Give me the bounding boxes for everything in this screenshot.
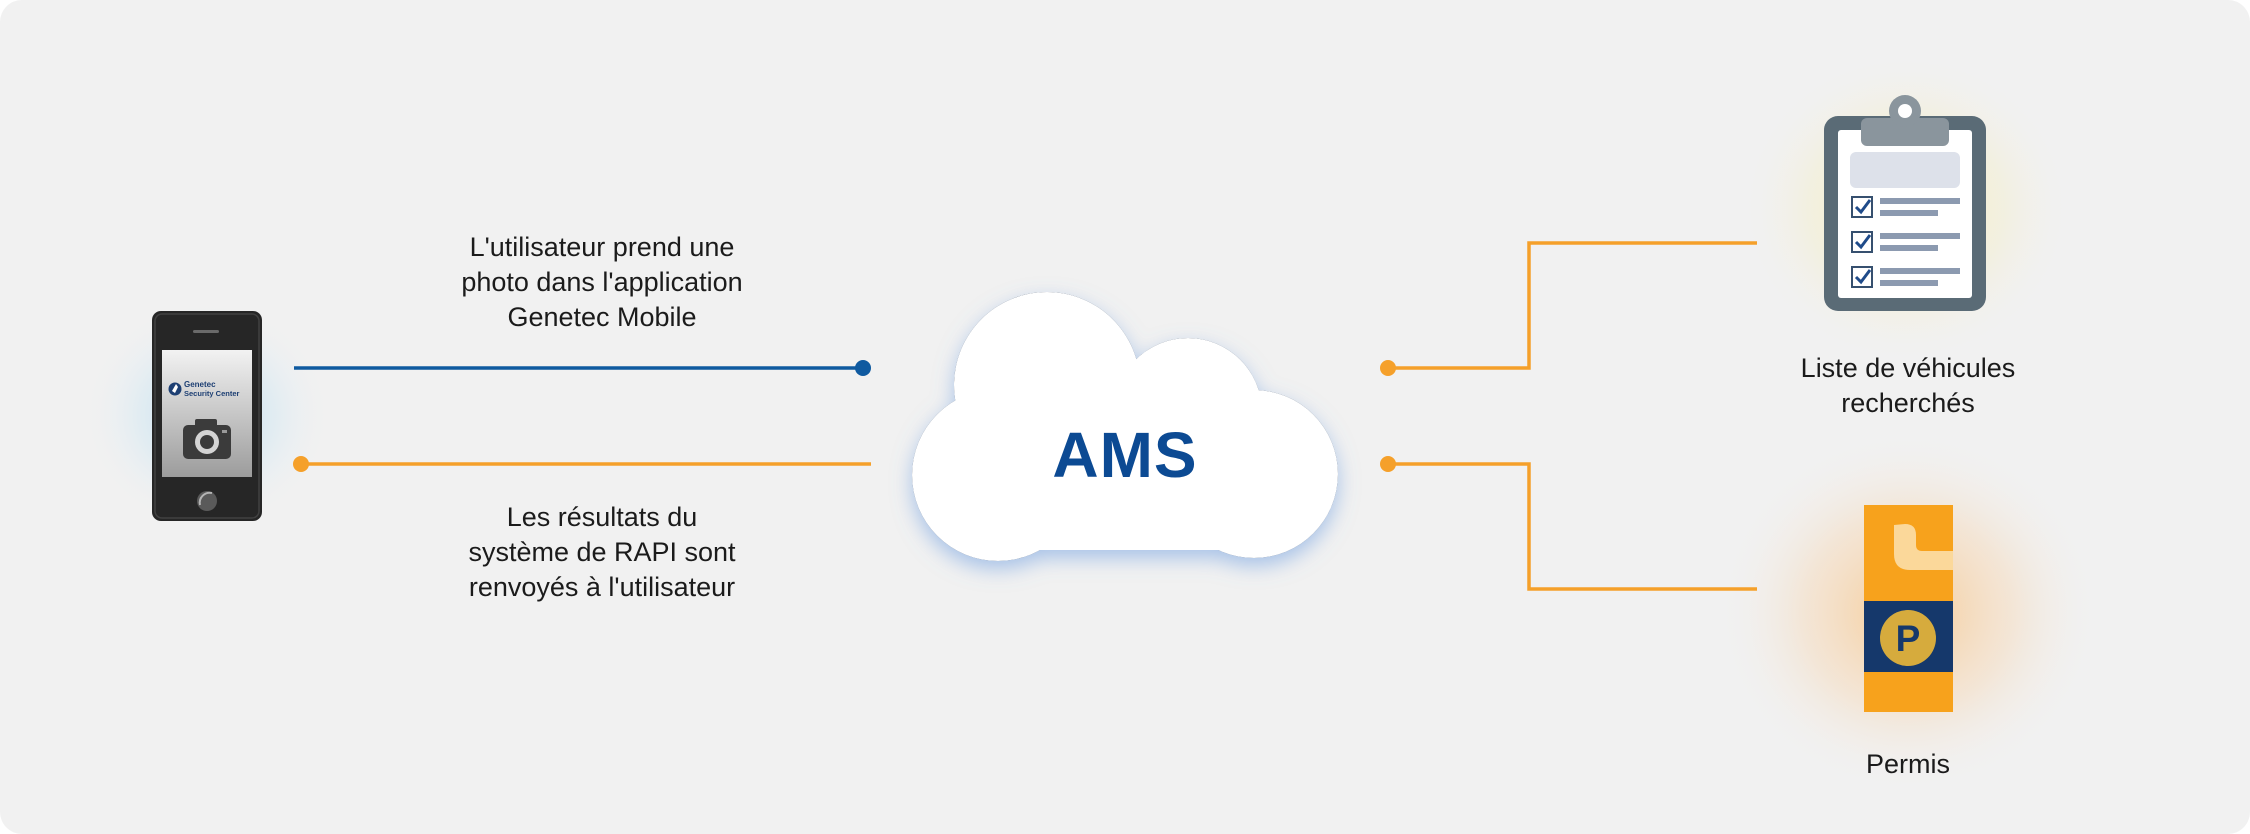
permit-label: Permis (1865, 749, 1950, 779)
smartphone-icon: Genetec Security Center (152, 311, 262, 521)
connector-cloud-to-permit (1380, 456, 1757, 591)
genetec-logo-icon: Genetec Security Center (168, 380, 240, 398)
connector-results-to-phone (293, 456, 871, 472)
clipboard-icon (1824, 95, 1986, 311)
user-photo-label: L'utilisateur prend une photo dans l'app… (461, 232, 743, 332)
checkbox-icon (1851, 266, 1960, 288)
svg-text:Genetec: Genetec (184, 380, 216, 389)
results-returned-label: Les résultats du système de RAPI sont re… (468, 502, 736, 602)
parking-permit-icon: P (1864, 505, 1953, 712)
checkbox-icon (1851, 231, 1960, 253)
svg-text:Security Center: Security Center (184, 389, 240, 398)
cloud-label: AMS (1052, 419, 1198, 491)
camera-icon (183, 419, 231, 459)
connector-photo-to-cloud (294, 360, 871, 376)
wanted-list-label: Liste de véhicules recherchés (1800, 353, 2016, 418)
svg-text:P: P (1896, 618, 1921, 659)
checkbox-icon (1851, 196, 1960, 218)
connector-cloud-to-wanted-list (1380, 241, 1757, 376)
cloud-fill (912, 292, 1338, 561)
